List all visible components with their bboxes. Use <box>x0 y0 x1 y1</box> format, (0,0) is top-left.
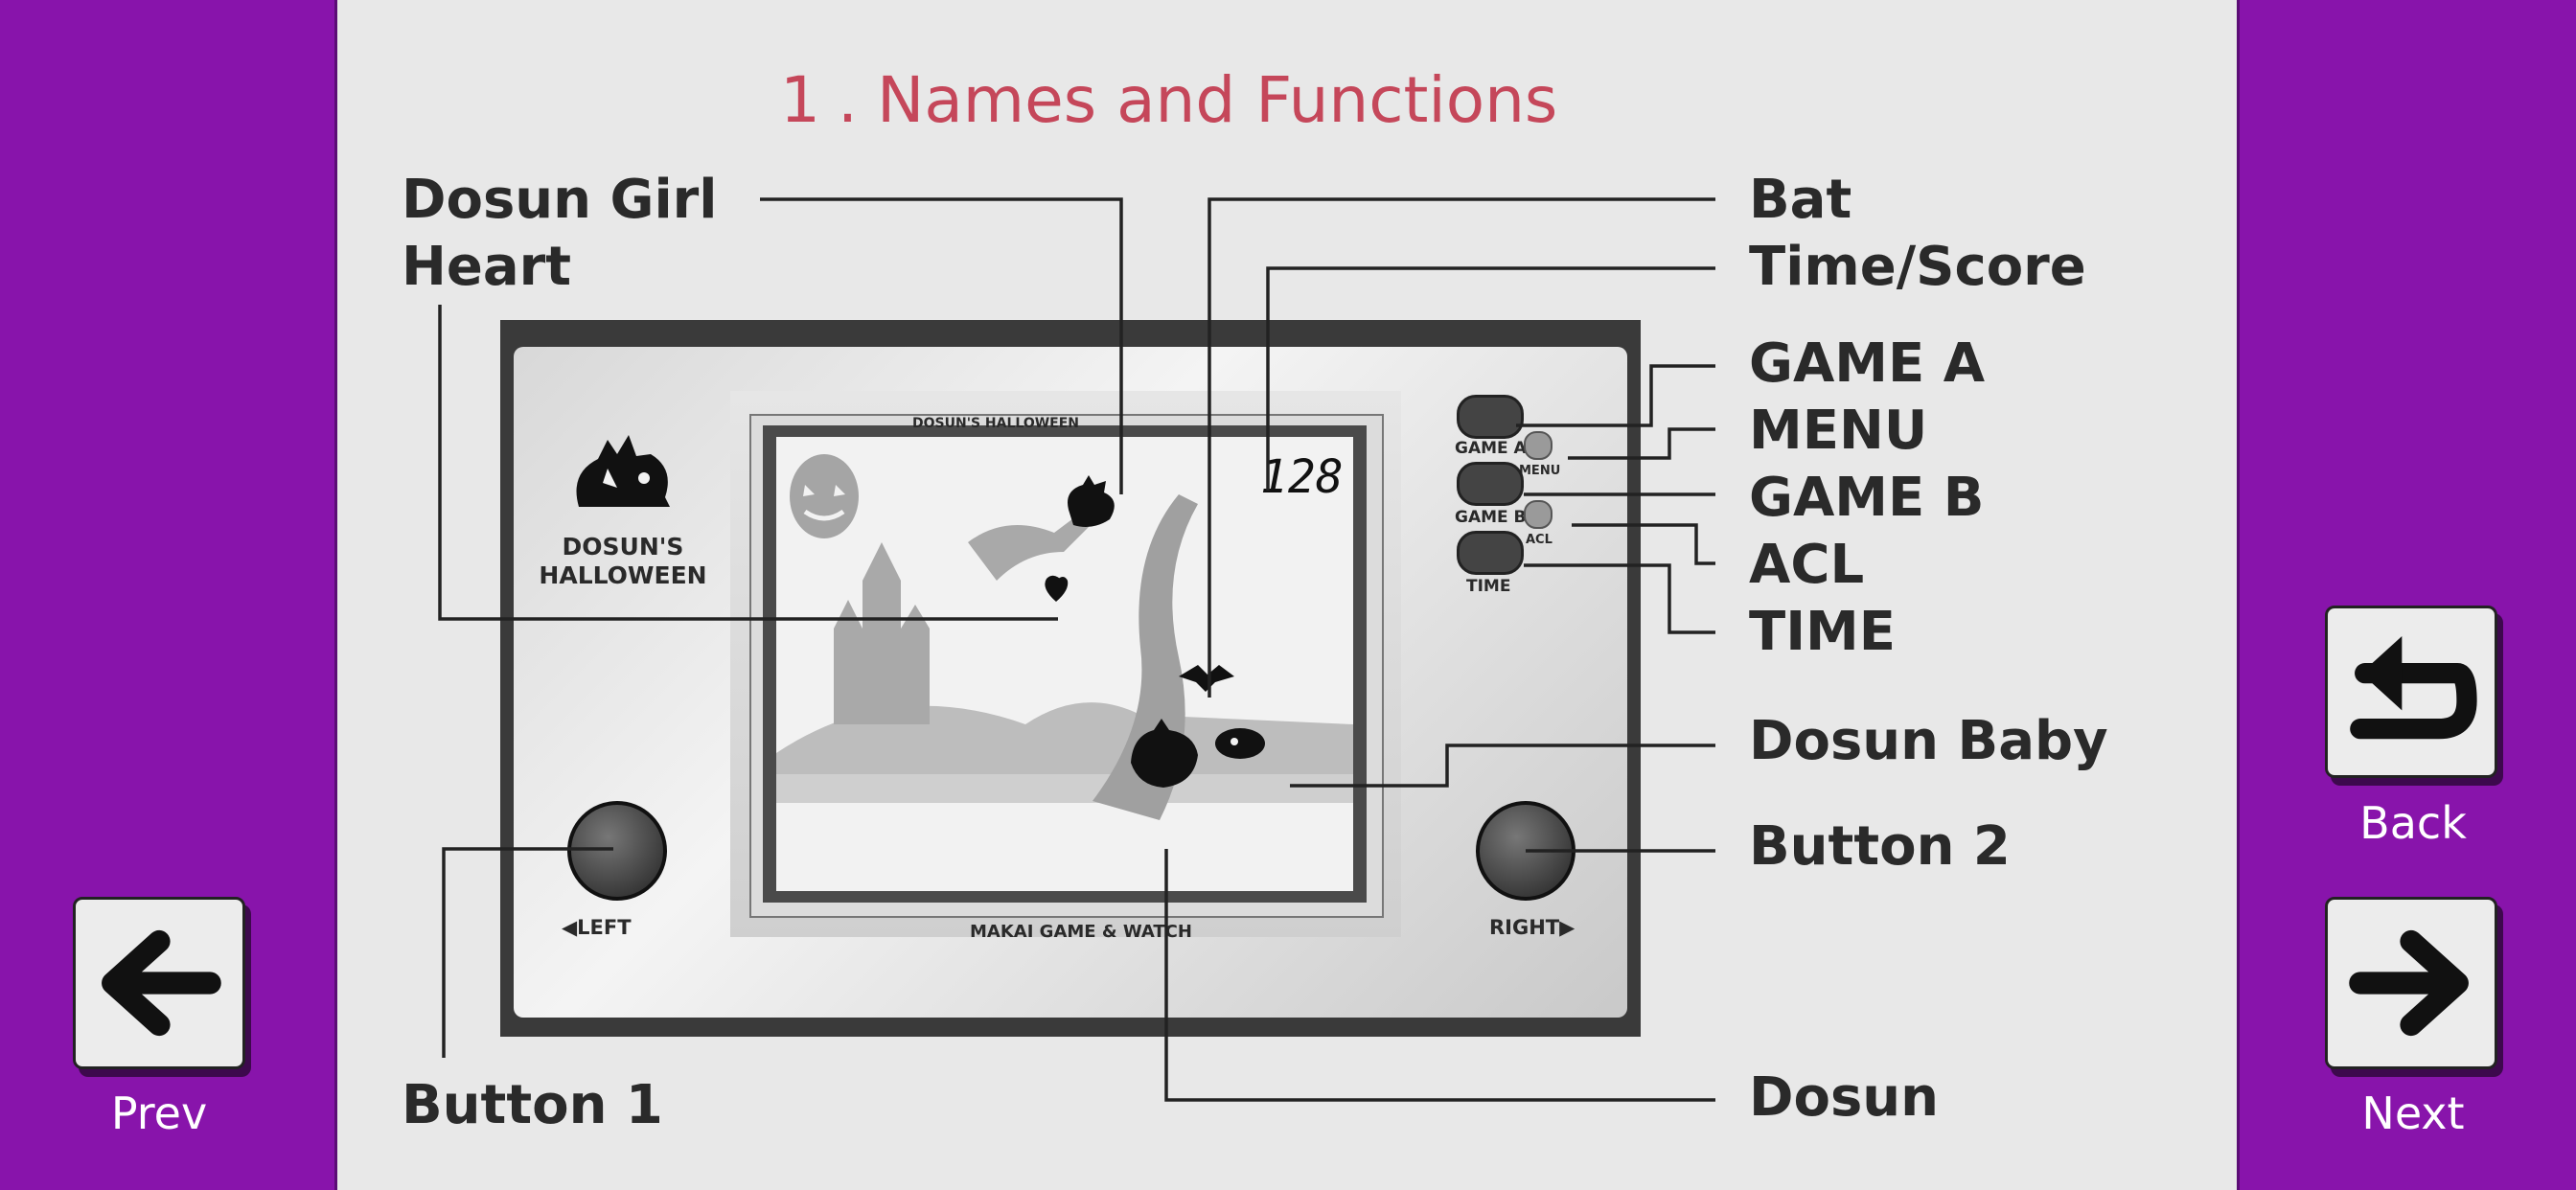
time-button-label: TIME <box>1466 577 1511 596</box>
screen-header-text: DOSUN'S HALLOWEEN <box>912 416 1080 431</box>
label-game-b: GAME B <box>1749 467 1985 529</box>
label-game-a: GAME A <box>1749 332 1986 395</box>
label-heart: Heart <box>402 236 572 298</box>
game-watch-device: DOSUN'S HALLOWEEN <box>500 320 1641 1037</box>
label-menu: MENU <box>1749 400 1928 462</box>
label-bat: Bat <box>1749 169 1852 231</box>
arrow-left-icon <box>102 929 221 1037</box>
label-dosun-baby: Dosun Baby <box>1749 710 2108 772</box>
acl-button-label: ACL <box>1526 533 1552 547</box>
label-dosun-girl: Dosun Girl <box>402 169 718 231</box>
label-dosun: Dosun <box>1749 1066 1940 1129</box>
next-label: Next <box>2361 1087 2465 1139</box>
lcd-score: 128 <box>1260 450 1344 504</box>
title-dot: . <box>838 63 858 137</box>
screen-footer-text: MAKAI GAME & WATCH <box>970 922 1192 942</box>
time-button[interactable] <box>1457 531 1524 575</box>
device-brand-line2: HALLOWEEN <box>539 561 707 589</box>
return-arrow-icon <box>2350 636 2477 740</box>
game-b-button[interactable] <box>1457 462 1524 506</box>
device-brand-line1: DOSUN'S <box>562 533 684 561</box>
label-time-score: Time/Score <box>1749 236 2086 298</box>
prev-button[interactable] <box>73 897 245 1069</box>
game-a-button[interactable] <box>1457 395 1524 439</box>
acl-button[interactable] <box>1524 500 1552 529</box>
label-button-2: Button 2 <box>1749 815 2011 878</box>
arrow-right-icon <box>2349 929 2469 1037</box>
left-button-label: ◀LEFT <box>562 916 632 939</box>
lcd-scene: 128 <box>776 450 1353 820</box>
back-label: Back <box>2359 797 2467 849</box>
button-2-right[interactable] <box>1476 801 1576 901</box>
title-number: 1 <box>780 63 820 137</box>
lcd-screen: 128 <box>776 437 1353 891</box>
right-button-label: RIGHT▶ <box>1489 916 1576 939</box>
game-a-button-label: GAME A <box>1455 439 1527 458</box>
back-button[interactable] <box>2325 606 2497 778</box>
label-button-1: Button 1 <box>402 1074 663 1136</box>
menu-button-label: MENU <box>1519 464 1561 478</box>
button-1-left[interactable] <box>567 801 667 901</box>
game-b-button-label: GAME B <box>1455 508 1527 527</box>
prev-label: Prev <box>110 1087 208 1139</box>
next-button[interactable] <box>2325 897 2497 1069</box>
label-time: TIME <box>1749 601 1897 663</box>
title-text: Names and Functions <box>876 63 1558 137</box>
page-title: 1.Names and Functions <box>780 63 1557 137</box>
dosun-logo-icon <box>576 435 670 507</box>
menu-button[interactable] <box>1524 431 1552 460</box>
label-acl: ACL <box>1749 534 1865 596</box>
